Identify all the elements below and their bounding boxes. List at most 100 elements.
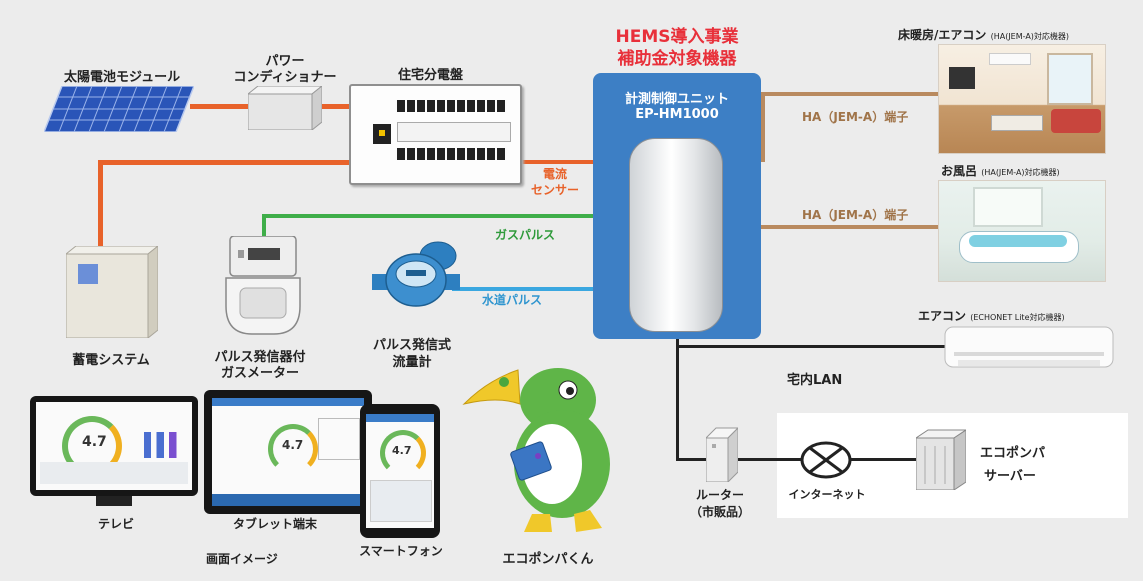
ha-terminal-label-lower: HA（JEM-A）端子 <box>802 208 909 222</box>
smartphone-gauge-value: 4.7 <box>392 444 412 457</box>
power-line-storage-horizontal <box>98 160 351 165</box>
smartphone-panel <box>370 480 432 522</box>
circuit-breaker <box>437 148 445 160</box>
aircon-icon <box>944 326 1114 368</box>
tv-screen: 4.7 <box>36 402 192 490</box>
tv-bar-chart <box>144 432 180 458</box>
bath-water <box>969 235 1067 247</box>
current-sensor-line <box>518 160 629 164</box>
gas-pulse-line-vertical <box>262 214 266 240</box>
floor-heating-room-image <box>938 44 1106 154</box>
lan-line-vertical <box>676 330 679 460</box>
circuit-breaker <box>447 100 455 112</box>
tablet-label: タブレット端末 <box>232 517 317 531</box>
screen-image-label: 画面イメージ <box>206 552 278 566</box>
router-label-line1: ルーター <box>695 488 744 502</box>
circuit-breaker <box>447 148 455 160</box>
circuit-breaker <box>477 100 485 112</box>
bath-label: お風呂 (HA(JEM-A)対応機器) <box>941 162 1060 179</box>
power-conditioner-label-line2: コンディショナー <box>233 70 337 85</box>
server-label-line1: エコポンパ <box>980 446 1046 461</box>
tablet-screen: 4.7 <box>212 398 364 506</box>
water-meter-icon <box>372 241 460 307</box>
ha-line-upper-horizontal <box>761 92 939 96</box>
tv-stand <box>96 496 132 506</box>
smartphone-screen: 4.7 <box>366 414 434 528</box>
main-breaker <box>373 124 391 144</box>
room-window <box>1047 53 1093 105</box>
current-sensor-label-line2: センサー <box>530 183 579 197</box>
circuit-breaker <box>457 148 465 160</box>
circuit-breaker <box>497 100 505 112</box>
water-meter-label-line1: パルス発信式 <box>372 338 451 353</box>
control-unit-model: EP-HM1000 <box>635 107 719 122</box>
hems-title-line1: HEMS導入事業 <box>615 27 739 47</box>
room-sofa <box>1051 109 1101 133</box>
power-line-solar-to-conditioner <box>190 104 250 109</box>
bathroom-image <box>938 180 1106 282</box>
lan-line-to-aircon <box>676 345 946 348</box>
room-table <box>991 115 1043 131</box>
circuit-breaker <box>457 100 465 112</box>
circuit-breaker <box>417 100 425 112</box>
circuit-breaker <box>487 148 495 160</box>
aircon-title: エアコン <box>918 309 967 323</box>
router-icon <box>706 427 738 482</box>
tv-label: テレビ <box>97 517 134 531</box>
circuit-breaker <box>397 100 405 112</box>
control-unit-label: 計測制御ユニット <box>624 92 729 107</box>
room-tv <box>949 67 975 89</box>
ha-line-upper-vertical <box>761 92 765 162</box>
circuit-breaker <box>467 148 475 160</box>
internet-cloud-icon <box>800 441 852 479</box>
distribution-panel-label: 住宅分電盤 <box>398 68 464 83</box>
storage-battery-label: 蓄電システム <box>72 353 150 368</box>
gas-pulse-label: ガスパルス <box>495 228 556 242</box>
circuit-breaker <box>497 148 505 160</box>
tv-info-panel <box>40 462 188 484</box>
tablet-footer <box>212 494 364 506</box>
gas-meter-label-line2: ガスメーター <box>220 366 299 381</box>
current-sensor-label-line1: 電流 <box>542 167 567 181</box>
home-lan-label: 宅内LAN <box>787 373 843 388</box>
smartphone-gauge <box>380 430 426 476</box>
water-pulse-label: 水道パルス <box>482 293 543 307</box>
lan-line-to-router <box>676 458 709 461</box>
server-building-icon <box>916 429 966 490</box>
tablet-header <box>212 398 364 406</box>
distribution-panel <box>349 84 522 185</box>
bath-window <box>973 187 1043 227</box>
power-line-storage-vertical <box>98 160 103 248</box>
tablet-gauge-value: 4.7 <box>282 438 304 452</box>
aircon-label: エアコン (ECHONET Lite対応機器) <box>918 307 1065 324</box>
gas-pulse-line-horizontal <box>262 214 629 218</box>
circuit-breaker <box>397 148 405 160</box>
control-unit-device <box>629 138 723 332</box>
tablet-graph <box>318 418 360 460</box>
circuit-breaker <box>407 100 415 112</box>
solar-module-label: 太陽電池モジュール <box>64 70 181 85</box>
bus-bar <box>397 122 511 142</box>
circuit-breaker <box>487 100 495 112</box>
bath-note: (HA(JEM-A)対応機器) <box>981 168 1060 177</box>
room-aircon <box>989 53 1031 65</box>
smartphone-header <box>366 414 434 422</box>
breaker-row-top <box>397 100 505 112</box>
solar-panel-icon <box>44 86 194 132</box>
smartphone-label: スマートフォン <box>359 544 443 558</box>
power-conditioner-label-line1: パワー <box>265 54 305 69</box>
hems-title-line2: 補助金対象機器 <box>617 49 737 69</box>
water-meter-label-line2: 流量計 <box>392 355 432 370</box>
breaker-row-bottom <box>397 148 505 160</box>
water-pulse-line <box>452 287 629 291</box>
bath-title: お風呂 <box>941 164 978 178</box>
mascot-label: エコポンパくん <box>502 552 594 567</box>
gas-meter-label-line1: パルス発信器付 <box>214 350 306 365</box>
circuit-breaker <box>427 100 435 112</box>
floor-heating-title: 床暖房/エアコン <box>898 28 987 42</box>
router-label-line2: （市販品） <box>689 505 750 519</box>
mascot-toucan-icon <box>462 368 610 532</box>
floor-heating-note: (HA(JEM-A)対応機器) <box>990 32 1070 41</box>
tablet-gauge <box>268 424 318 474</box>
